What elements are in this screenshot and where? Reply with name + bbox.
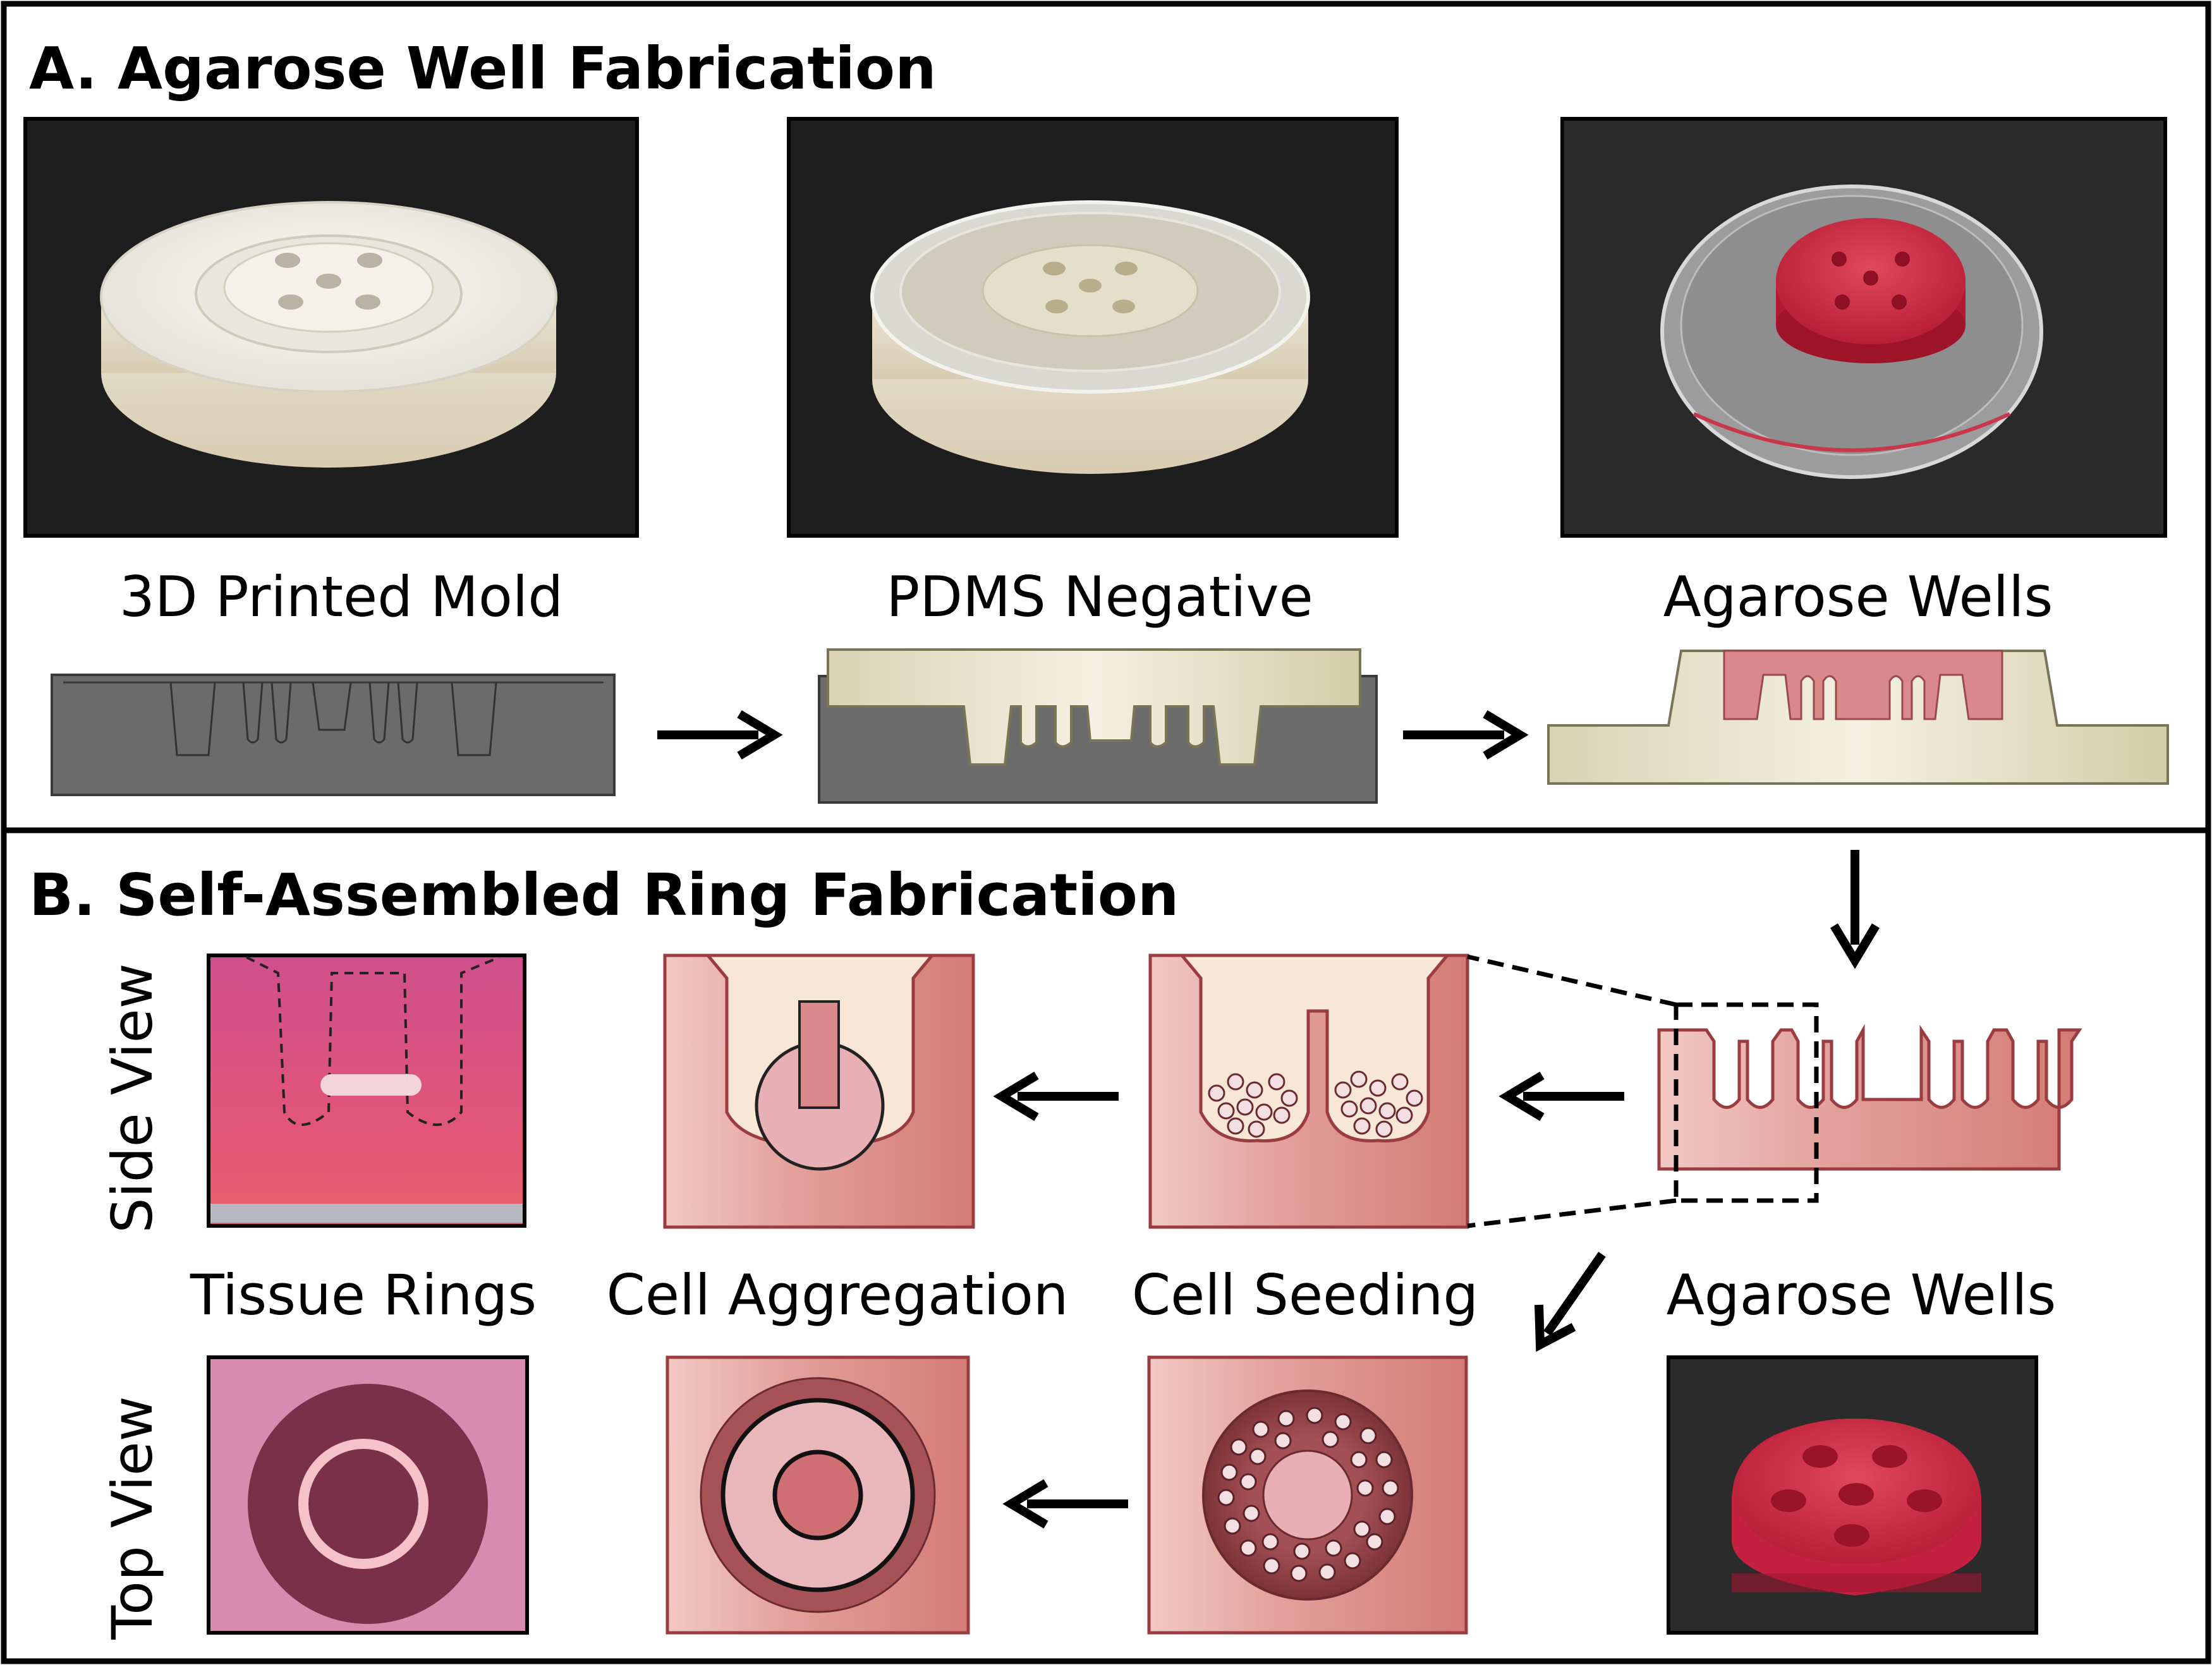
cross-section-mold	[51, 674, 616, 796]
arrow-wells-to-seeding-side	[1498, 1071, 1624, 1122]
photo-3d-printed-mold	[23, 117, 639, 538]
arrow-diagonal-to-seeding-top	[1534, 1252, 1606, 1352]
caption-cell-seeding: Cell Seeding	[1132, 1262, 1479, 1328]
photo-tissue-ring-side	[207, 954, 526, 1228]
photo-tissue-ring-top	[207, 1355, 529, 1635]
caption-3d-printed-mold: 3D Printed Mold	[119, 564, 563, 629]
caption-pdms-negative: PDMS Negative	[886, 564, 1313, 629]
top-view-label: Top View	[100, 1396, 165, 1640]
panel-b-border	[1, 827, 2211, 1664]
cross-section-agarose-in-pdms	[1547, 650, 2169, 785]
cross-section-pdms-negative	[818, 648, 1378, 804]
arrow-down-to-panel-b	[1830, 850, 1880, 969]
caption-cell-aggregation: Cell Aggregation	[606, 1262, 1068, 1328]
diagram-cell-seeding-side	[1148, 954, 1469, 1229]
diagram-cell-aggregation-side	[663, 954, 975, 1229]
photo-pdms-negative	[787, 117, 1399, 538]
panel-b-title: B. Self-Assembled Ring Fabrication	[29, 861, 1179, 929]
arrow-seeding-to-aggregation-side	[993, 1071, 1119, 1122]
caption-agarose-wells-a: Agarose Wells	[1663, 564, 2053, 629]
side-view-label: Side View	[100, 963, 165, 1233]
diagram-cell-seeding-top	[1147, 1355, 1468, 1635]
photo-agarose-wells-in-pdms	[1560, 117, 2167, 538]
panel-a-title: A. Agarose Well Fabrication	[29, 35, 937, 102]
arrow-mold-to-pdms	[657, 710, 783, 760]
arrow-pdms-to-agarose	[1403, 710, 1529, 760]
diagram-cell-aggregation-top	[665, 1355, 970, 1635]
caption-tissue-rings: Tissue Rings	[190, 1262, 537, 1328]
photo-agarose-wells-top	[1667, 1355, 2038, 1635]
caption-agarose-wells-b: Agarose Wells	[1667, 1262, 2057, 1328]
arrow-seeding-to-aggregation-top	[1002, 1479, 1128, 1529]
diagram-agarose-wells-side	[1467, 954, 2082, 1228]
